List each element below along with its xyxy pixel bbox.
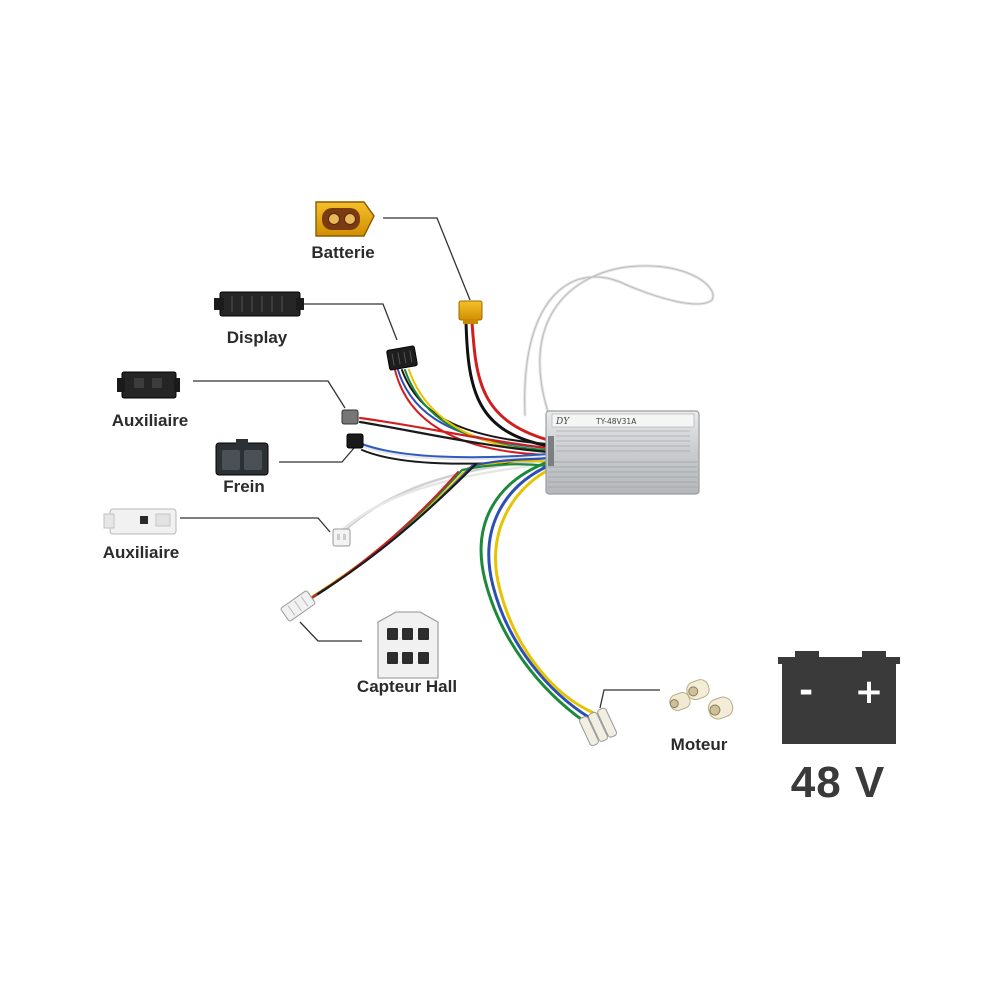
leader-line-display xyxy=(302,303,398,341)
leader-line-motor xyxy=(599,689,660,709)
hall-connector-illustration xyxy=(377,611,439,679)
leader-lines xyxy=(180,217,660,709)
motor-controller: DY TY-48V31A xyxy=(545,410,700,495)
motor-plug-on-harness xyxy=(579,707,618,747)
label-auxiliary-1: Auxiliaire xyxy=(111,411,189,430)
label-battery: Batterie xyxy=(311,243,375,262)
leader-line-auxiliary-1 xyxy=(193,380,346,409)
battery-connector-illustration xyxy=(315,201,375,237)
controller-brand-mark: DY xyxy=(555,417,570,427)
xt60-plug-on-harness xyxy=(458,300,483,324)
battery-icon: - + xyxy=(778,651,900,744)
display-plug-on-harness xyxy=(386,345,418,371)
battery-voltage-label: 48 V xyxy=(790,758,886,807)
battery-minus-sign: - xyxy=(799,671,813,711)
label-hall-sensor: Capteur Hall xyxy=(356,677,458,696)
leader-line-hall xyxy=(299,621,362,642)
white-loop-wire xyxy=(523,264,715,420)
auxiliary-2-plug-on-harness xyxy=(332,528,351,547)
battery-plus-sign: + xyxy=(855,672,884,712)
display-connector-illustration xyxy=(214,291,304,317)
auxiliary-connector-illustration-1 xyxy=(117,371,180,399)
label-brake: Frein xyxy=(223,477,265,496)
leader-line-brake xyxy=(279,447,355,463)
brake-plug-on-harness xyxy=(346,433,364,449)
leader-line-battery xyxy=(383,217,471,301)
brake-connector-illustration xyxy=(215,439,269,476)
controller-model-text: TY-48V31A xyxy=(595,417,637,426)
leader-line-auxiliary-2 xyxy=(180,517,331,533)
auxiliary-plug-on-harness xyxy=(341,409,359,425)
label-motor: Moteur xyxy=(670,735,728,754)
wire-harness xyxy=(301,264,715,724)
battery-wire-black xyxy=(464,320,550,448)
hall-plug-on-harness xyxy=(280,590,316,622)
auxiliary-connector-illustration-2 xyxy=(103,508,177,535)
motor-connector-illustration xyxy=(669,679,734,720)
label-display: Display xyxy=(226,328,288,347)
battery-wire-red xyxy=(470,320,550,442)
label-auxiliary-2: Auxiliaire xyxy=(102,543,180,562)
